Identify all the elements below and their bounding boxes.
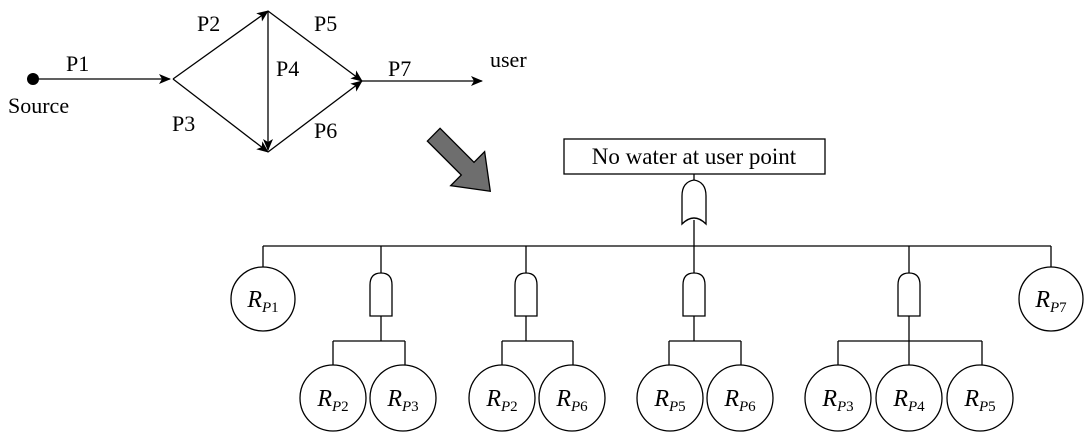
event-rp3-label: RP3 [821, 386, 853, 415]
or-gate-icon [681, 179, 707, 226]
basic-event-circle [804, 364, 872, 432]
event-rp2-label: RP2 [316, 386, 348, 415]
pipe-p2-line [172, 10, 269, 80]
basic-event-circle [946, 364, 1014, 432]
source-label: Source [8, 93, 69, 118]
basic-event-circle [230, 266, 296, 332]
event-rp7-label: RP7 [1034, 287, 1067, 316]
event-rp2-label: RP2 [485, 386, 517, 415]
pipe-label-p1: P1 [66, 51, 89, 76]
user-label: user [490, 47, 527, 72]
pipe-label-p4: P4 [276, 56, 299, 81]
pipe-label-p6: P6 [314, 118, 337, 143]
fault-tree: No water at user point RP1 RP2 RP3 [230, 138, 1084, 432]
pipe-label-p7: P7 [388, 56, 411, 81]
pipe-label-p5: P5 [314, 11, 337, 36]
event-rp5-label: RP5 [963, 386, 995, 415]
top-event-label: No water at user point [592, 144, 797, 169]
event-rp3-label: RP3 [386, 386, 418, 415]
pipe-network: P1 P2 P3 P4 P5 P6 P7 Source user [8, 10, 527, 153]
event-rp4-label: RP4 [892, 386, 925, 415]
transform-arrow [426, 127, 492, 193]
event-rp1-label: RP1 [246, 287, 278, 316]
basic-event-circle [706, 364, 774, 432]
basic-event-circle [468, 364, 536, 432]
basic-event-circle [875, 364, 943, 432]
basic-event-circle [636, 364, 704, 432]
basic-event-circle [299, 364, 367, 432]
basic-event-circle [1018, 266, 1084, 332]
source-node [27, 73, 39, 85]
event-rp5-label: RP5 [653, 386, 685, 415]
and-gate-icon [369, 272, 393, 317]
pipe-p3-line [172, 78, 269, 153]
pipe-label-p2: P2 [197, 11, 220, 36]
event-rp6-label: RP6 [723, 386, 756, 415]
basic-event-circle [369, 364, 437, 432]
event-rp6-label: RP6 [555, 386, 588, 415]
and-gate-icon [682, 272, 706, 317]
and-gate-icon [514, 272, 538, 317]
basic-event-circle [538, 364, 606, 432]
pipe-p5-line [267, 10, 363, 82]
and-gate-icon [897, 272, 921, 317]
pipe-label-p3: P3 [172, 111, 195, 136]
pipe-p6-line [267, 80, 363, 153]
